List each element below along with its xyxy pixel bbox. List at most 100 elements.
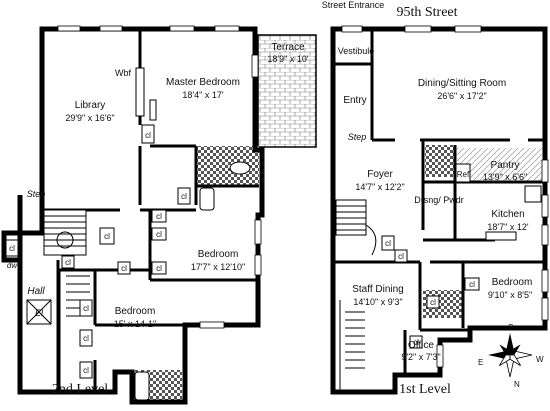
kitchen-island bbox=[485, 231, 517, 241]
kitchen-range bbox=[524, 185, 542, 203]
vestibule-wall bbox=[333, 29, 374, 140]
master-bedroom-dims: 18'4" x 17' bbox=[182, 90, 223, 100]
drsng-wall bbox=[423, 180, 495, 242]
bedroom-label: Bedroom bbox=[492, 277, 533, 288]
pantry-label: Pantry bbox=[491, 160, 520, 171]
compass-rose-icon: S W E N bbox=[478, 323, 544, 389]
wbf-fireplace bbox=[135, 67, 145, 117]
compass-e: E bbox=[478, 358, 483, 367]
street-entrance-label: Street Entrance bbox=[322, 0, 385, 10]
closet-label: cl bbox=[156, 264, 162, 273]
closets-level-2: cl cl cl cl cl cl cl cl cl cl cl cl bbox=[5, 124, 191, 379]
master-fireplace bbox=[149, 99, 157, 121]
bedroom-dims: 15' x 14-1" bbox=[114, 319, 156, 329]
bedroom-label: Bedroom bbox=[198, 249, 239, 260]
bathtub bbox=[134, 371, 150, 401]
closet-label: cl bbox=[469, 280, 475, 289]
bedroom-label: Bedroom bbox=[115, 306, 156, 317]
compass-n: N bbox=[514, 380, 520, 389]
vestibule-door bbox=[341, 25, 363, 33]
bedroom-b-wall bbox=[93, 323, 185, 392]
level-2-side-wall bbox=[1, 230, 20, 263]
elevator bbox=[26, 299, 52, 325]
bedroom-window bbox=[541, 297, 549, 321]
dining-window bbox=[454, 25, 482, 33]
closet-label: cl bbox=[181, 192, 187, 201]
kitchen-window bbox=[541, 194, 549, 218]
elevator-label: El bbox=[35, 308, 44, 318]
pantry-floor bbox=[457, 148, 542, 182]
closet-label: cl bbox=[145, 131, 151, 140]
staff-dining-label: Staff Dining bbox=[352, 284, 404, 295]
office-label: Office bbox=[408, 340, 434, 351]
entry-label: Entry bbox=[343, 95, 366, 106]
ref-label: Ref bbox=[457, 170, 470, 179]
bedroom-window bbox=[541, 269, 549, 293]
master-bedroom-label: Master Bedroom bbox=[166, 77, 240, 88]
office-window bbox=[436, 344, 444, 368]
sink bbox=[229, 161, 251, 175]
refrigerator bbox=[455, 163, 471, 183]
closet-label: cl bbox=[83, 366, 89, 375]
bathtub bbox=[199, 187, 215, 211]
wbf-label: Wbf bbox=[115, 68, 132, 78]
bath-floor bbox=[425, 145, 455, 177]
staff-dining-dims: 14'10" x 9'3" bbox=[353, 297, 402, 307]
bedroom-b-window bbox=[199, 321, 225, 329]
level-2-outer-wall bbox=[17, 26, 265, 405]
closet-label: cl bbox=[430, 298, 436, 307]
closet-label: cl bbox=[83, 304, 89, 313]
vestibule-label: Vestibule bbox=[338, 46, 375, 56]
level-1: cl cl cl cl cl 95th Street Street Entran… bbox=[322, 0, 549, 397]
closet-label: cl bbox=[104, 232, 110, 241]
closet-label: cl bbox=[413, 338, 419, 347]
step-label: Step bbox=[27, 189, 46, 199]
closet-label: cl bbox=[121, 264, 127, 273]
foyer-label: Foyer bbox=[367, 169, 393, 180]
level-1-stair bbox=[335, 199, 377, 392]
level-2-stair bbox=[43, 209, 90, 392]
master-window bbox=[214, 25, 240, 32]
closet-label: cl bbox=[65, 258, 71, 267]
closets-level-1: cl cl cl cl cl bbox=[381, 235, 480, 349]
kitchen-window bbox=[541, 159, 549, 183]
foyer-dims: 14'7" x 12'2" bbox=[355, 182, 404, 192]
library-window bbox=[99, 25, 123, 32]
hall-wall bbox=[56, 260, 150, 392]
dining-sitting-dims: 26'6" x 17'2" bbox=[437, 91, 486, 101]
drsng-pwdr-label: Drsng/ Pwdr bbox=[414, 195, 464, 205]
library-dims: 29'9" x 16'6" bbox=[65, 113, 114, 123]
library-window bbox=[57, 25, 81, 32]
street-label: 95th Street bbox=[396, 5, 457, 20]
dining-sitting-label: Dining/Sitting Room bbox=[418, 78, 506, 89]
kitchen-label: Kitchen bbox=[491, 209, 524, 220]
dw-label: dw bbox=[7, 261, 18, 270]
level-2-label: 2nd Level bbox=[52, 382, 108, 397]
office-dims: 9'2" x 7'3" bbox=[401, 352, 440, 362]
terrace-label: Terrace bbox=[271, 42, 305, 53]
terrace-dims: 18'9" x 10' bbox=[267, 54, 308, 64]
bedroom-dims: 9'10" x 8'5" bbox=[488, 290, 532, 300]
closet-label: cl bbox=[398, 252, 404, 261]
bedroom-window bbox=[254, 254, 262, 276]
terrace-floor bbox=[257, 34, 317, 148]
master-window bbox=[169, 25, 195, 32]
compass-w: W bbox=[536, 355, 544, 364]
level-2: cl cl cl cl cl cl cl cl cl cl cl cl Libr… bbox=[1, 25, 317, 405]
kitchen-dims: 18'7" x 12' bbox=[487, 222, 528, 232]
kitchen-window bbox=[541, 224, 549, 246]
hall-label: Hall bbox=[27, 286, 45, 297]
closet-label: cl bbox=[83, 334, 89, 343]
closet-label: cl bbox=[9, 244, 15, 253]
closet-label: cl bbox=[385, 239, 391, 248]
pantry-dims: 13'9" x 6'6" bbox=[483, 172, 527, 182]
terrace-door bbox=[251, 54, 259, 78]
bedroom-window bbox=[254, 219, 262, 245]
dining-window bbox=[404, 25, 432, 33]
bedroom-dims: 17'7" x 12'10" bbox=[191, 262, 245, 272]
bedroom-west-wall bbox=[148, 210, 258, 282]
step-label: Step bbox=[348, 132, 367, 142]
master-bed-south-wall bbox=[150, 144, 259, 205]
level-1-label: 1st Level bbox=[399, 382, 451, 397]
